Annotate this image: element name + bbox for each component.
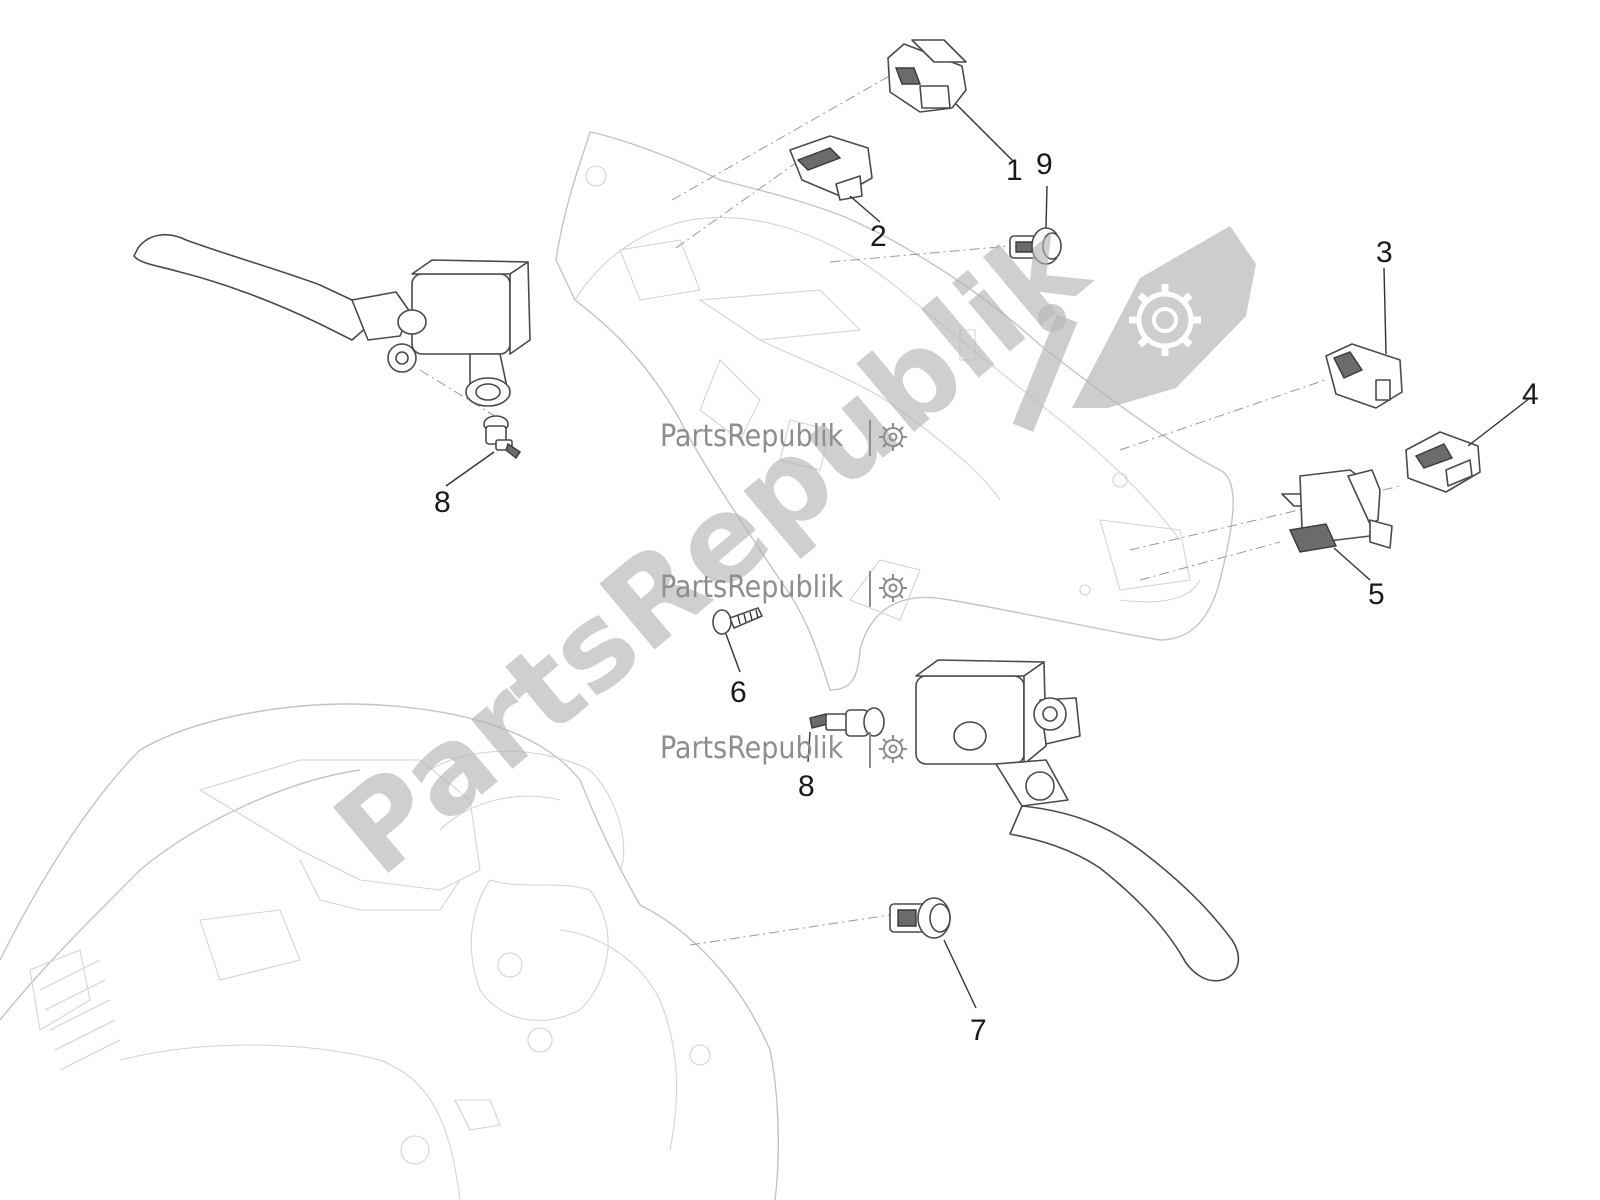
part-8-stop-switch-right bbox=[809, 707, 885, 737]
part-5-switch-block bbox=[1281, 469, 1393, 553]
part-7-socket bbox=[889, 897, 951, 939]
part-4-switch bbox=[1405, 431, 1481, 493]
callout-8-right: 8 bbox=[798, 770, 815, 803]
part-3-switch bbox=[1325, 343, 1403, 409]
part-6-screw bbox=[712, 607, 763, 635]
leader-lines bbox=[445, 103, 1531, 1009]
callout-6: 6 bbox=[730, 676, 747, 709]
watermark-small-2: PartsRepublik bbox=[660, 570, 907, 607]
assembly-dashes bbox=[419, 69, 1401, 946]
left-brake-lever-assembly bbox=[133, 233, 531, 407]
callout-4: 4 bbox=[1522, 378, 1539, 411]
callout-3: 3 bbox=[1376, 236, 1393, 269]
handlebar-cover bbox=[555, 131, 1234, 691]
svg-text:PartsRepublik: PartsRepublik bbox=[660, 419, 844, 454]
callout-1: 1 bbox=[1006, 154, 1023, 187]
callout-5: 5 bbox=[1368, 578, 1385, 611]
front-shield bbox=[0, 703, 779, 1200]
part-9-connector bbox=[1009, 227, 1062, 265]
callout-8-left: 8 bbox=[434, 486, 451, 519]
watermark-small-1: PartsRepublik bbox=[660, 419, 907, 456]
gear-icon bbox=[879, 423, 907, 451]
gear-icon bbox=[1129, 284, 1201, 356]
part-2-switch bbox=[789, 135, 873, 201]
watermark-logo bbox=[1012, 226, 1256, 432]
svg-text:PartsRepublik: PartsRepublik bbox=[660, 570, 844, 605]
callout-numbers: 1 2 9 3 4 5 6 7 8 8 bbox=[434, 148, 1539, 1047]
part-8-stop-switch-left bbox=[483, 415, 521, 460]
callout-2: 2 bbox=[870, 220, 887, 253]
gear-icon bbox=[879, 735, 907, 763]
gear-icon bbox=[879, 574, 907, 602]
watermark-small-3: PartsRepublik bbox=[660, 731, 907, 768]
callout-9: 9 bbox=[1036, 148, 1053, 181]
callout-7: 7 bbox=[970, 1014, 987, 1047]
right-brake-lever-assembly bbox=[915, 659, 1240, 982]
part-1-switch bbox=[887, 39, 967, 113]
svg-text:PartsRepublik: PartsRepublik bbox=[660, 731, 844, 766]
